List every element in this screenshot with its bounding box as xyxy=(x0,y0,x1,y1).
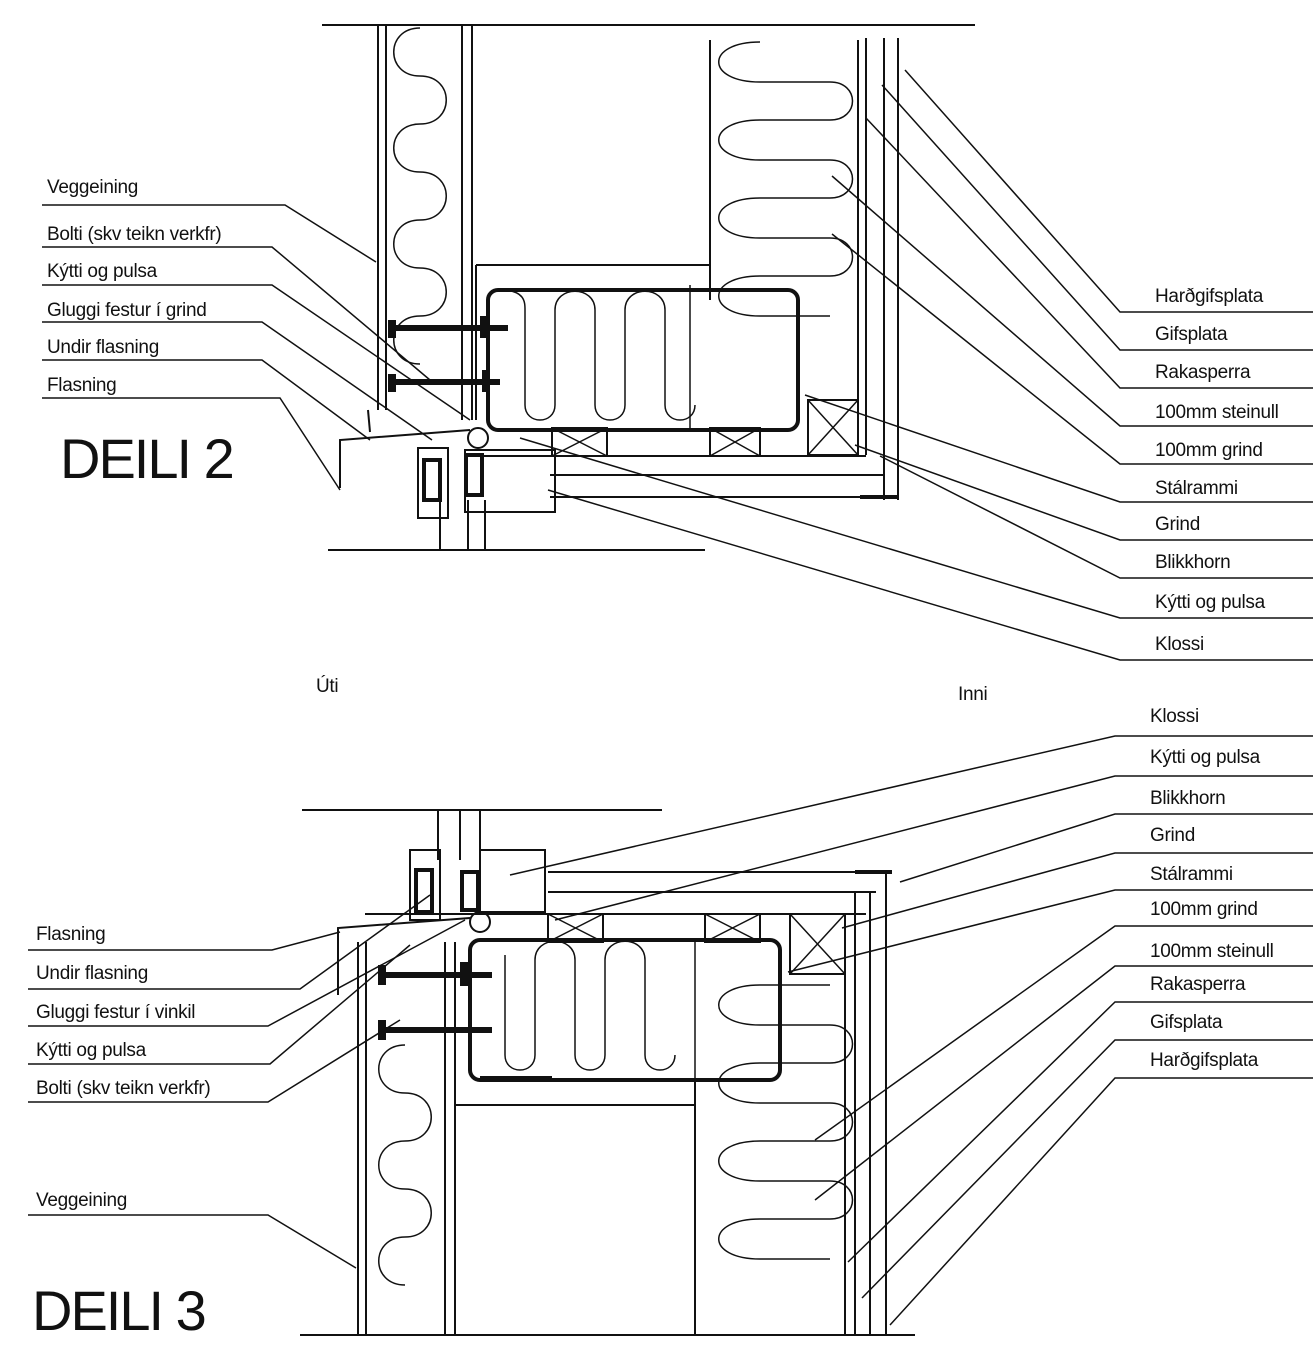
label-rakasperra: Rakasperra xyxy=(1155,362,1251,383)
label-100mm-steinull-3: 100mm steinull xyxy=(1150,941,1274,962)
detail-2-title: DEILI 2 xyxy=(60,427,233,490)
detail-3-right-labels: Klossi Kýtti og pulsa Blikkhorn Grind St… xyxy=(1150,706,1274,1071)
label-stalrammi: Stálrammi xyxy=(1155,478,1238,499)
label-gifsplata: Gifsplata xyxy=(1155,324,1228,345)
detail-3-left-leaders xyxy=(28,894,466,1269)
label-undir-flasning-3: Undir flasning xyxy=(36,963,148,984)
detail-3-left-labels: Flasning Undir flasning Gluggi festur í … xyxy=(36,924,211,1211)
label-veggeining-3: Veggeining xyxy=(36,1190,127,1211)
label-rakasperra-3: Rakasperra xyxy=(1150,974,1246,995)
detail-2-right-labels: Harðgifsplata Gifsplata Rakasperra 100mm… xyxy=(1155,286,1279,655)
label-gluggi-festur-i-grind: Gluggi festur í grind xyxy=(47,300,207,321)
label-bolti-3: Bolti (skv teikn verkfr) xyxy=(36,1078,210,1099)
label-stalrammi-3: Stálrammi xyxy=(1150,864,1233,885)
label-flasning-3: Flasning xyxy=(36,924,105,945)
label-uti: Úti xyxy=(316,675,338,697)
label-gluggi-festur-i-vinkil: Gluggi festur í vinkil xyxy=(36,1002,195,1023)
detail-2-left-labels: Veggeining Bolti (skv teikn verkfr) Kýtt… xyxy=(47,177,222,396)
label-100mm-grind-3: 100mm grind xyxy=(1150,899,1258,920)
detail-2-drawing: DEILI 2 Veggeining Bolti (skv teikn verk… xyxy=(42,24,1313,661)
label-grind-3: Grind xyxy=(1150,825,1195,846)
label-kytti-og-pulsa-right: Kýtti og pulsa xyxy=(1155,592,1266,613)
label-flasning: Flasning xyxy=(47,375,116,396)
detail-3-title: DEILI 3 xyxy=(32,1279,205,1342)
label-blikkhorn-3: Blikkhorn xyxy=(1150,788,1225,809)
label-klossi: Klossi xyxy=(1155,634,1204,655)
label-gifsplata-3: Gifsplata xyxy=(1150,1012,1223,1033)
label-blikkhorn: Blikkhorn xyxy=(1155,552,1230,573)
label-veggeining: Veggeining xyxy=(47,177,138,198)
detail-2-right-leaders xyxy=(519,69,1313,661)
label-bolti: Bolti (skv teikn verkfr) xyxy=(47,224,221,245)
detail-3-right-leaders xyxy=(509,735,1313,1326)
detail-3-drawing: DEILI 3 Klossi Kýtti og pulsa Blikkhorn … xyxy=(28,706,1313,1342)
detail-2-left-leaders xyxy=(42,204,471,491)
label-klossi-3: Klossi xyxy=(1150,706,1199,727)
label-100mm-grind: 100mm grind xyxy=(1155,440,1263,461)
label-inni: Inni xyxy=(958,684,987,705)
label-hardgifsplata-3: Harðgifsplata xyxy=(1150,1050,1259,1071)
label-kytti-og-pulsa-3-left: Kýtti og pulsa xyxy=(36,1040,147,1061)
label-grind: Grind xyxy=(1155,514,1200,535)
label-kytti-og-pulsa-3: Kýtti og pulsa xyxy=(1150,747,1261,768)
label-kytti-og-pulsa: Kýtti og pulsa xyxy=(47,261,158,282)
label-undir-flasning: Undir flasning xyxy=(47,337,159,358)
label-hardgifsplata: Harðgifsplata xyxy=(1155,286,1264,307)
label-100mm-steinull: 100mm steinull xyxy=(1155,402,1279,423)
